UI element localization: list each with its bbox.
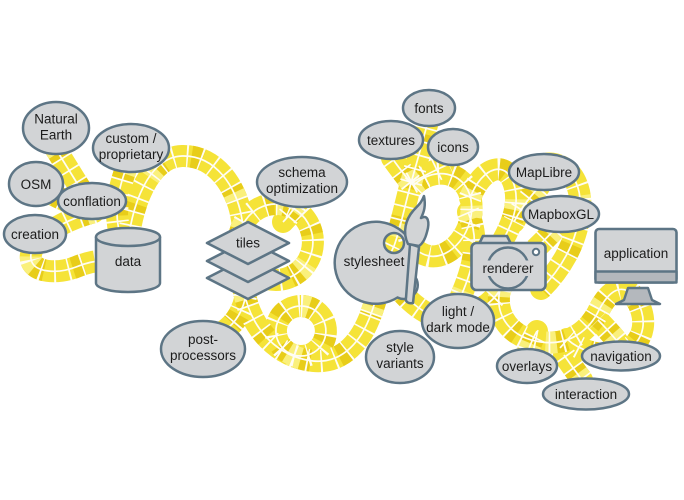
ellipse-shape: [364, 329, 436, 385]
node-creation: creation: [2, 213, 68, 255]
node-mapboxgl: MapboxGL: [521, 194, 601, 234]
ellipse-shape: [495, 347, 559, 385]
node-label: textures: [367, 133, 415, 148]
ellipse-shape: [7, 160, 65, 208]
node-icons: icons: [426, 127, 480, 167]
ellipse-shape: [56, 181, 128, 221]
node-schema-optimization: schema optimization: [255, 155, 349, 209]
node-light-dark-mode: light / dark mode: [420, 292, 496, 350]
node-label: conflation: [63, 194, 121, 209]
database-cylinder-icon: [94, 237, 162, 294]
paintbrush-bristles: [403, 194, 430, 248]
monitor-chin: [594, 270, 678, 284]
node-label: fonts: [414, 101, 444, 116]
node-label: MapLibre: [516, 165, 572, 180]
node-label: post-: [188, 332, 218, 347]
node-maplibre: MapLibre: [507, 152, 581, 192]
hub-tiles-label: tiles: [236, 236, 260, 251]
node-custom-proprietary: custom / proprietary: [91, 122, 171, 174]
node-post-processors: post- processors: [159, 319, 247, 379]
node-label: MapboxGL: [528, 207, 595, 222]
layer-stack-icon: [205, 220, 291, 266]
ellipse-shape: [159, 319, 247, 379]
hub-stylesheet: stylesheet: [333, 194, 430, 305]
node-natural-earth: Natural Earth: [21, 100, 91, 156]
node-label: interaction: [555, 387, 617, 402]
node-label: dark mode: [426, 320, 490, 335]
hub-renderer-label: renderer: [482, 261, 534, 276]
camera-label-plate: [474, 260, 541, 276]
node-label: schema: [278, 165, 326, 180]
node-textures: textures: [357, 119, 425, 161]
database-cylinder-top: [94, 226, 162, 248]
node-label: variants: [376, 356, 424, 371]
node-label: overlays: [502, 359, 553, 374]
node-label: Earth: [40, 128, 72, 143]
ellipse-shape: [255, 155, 349, 209]
node-label: OSM: [21, 177, 52, 192]
ellipse-shape: [507, 152, 581, 192]
ellipse-shape: [426, 127, 480, 167]
node-osm: OSM: [7, 160, 65, 208]
hub-application: application: [594, 227, 678, 306]
node-fonts: fonts: [401, 88, 457, 128]
hub-renderer: renderer: [470, 234, 547, 292]
ellipse-shape: [541, 377, 631, 411]
ellipse-shape: [357, 119, 425, 161]
camera-flash-dot: [531, 247, 541, 257]
node-label: navigation: [590, 349, 652, 364]
node-label: custom /: [105, 131, 156, 146]
node-navigation: navigation: [580, 340, 662, 372]
paintbrush-icon: [404, 242, 421, 305]
hub-data: data: [94, 226, 162, 294]
node-label: proprietary: [99, 147, 164, 162]
node-label: optimization: [266, 181, 338, 196]
ellipse-shape: [420, 292, 496, 350]
monitor-stand: [614, 286, 662, 306]
ellipse-shape: [91, 122, 171, 174]
ellipse-shape: [521, 194, 601, 234]
ellipse-shape: [580, 340, 662, 372]
node-label: processors: [170, 348, 236, 363]
node-interaction: interaction: [541, 377, 631, 411]
node-label: Natural: [34, 112, 78, 127]
node-label: creation: [11, 227, 59, 242]
hub-tiles: tiles: [205, 220, 291, 301]
hub-data-label: data: [115, 254, 142, 269]
node-overlays: overlays: [495, 347, 559, 385]
ellipse-shape: [21, 100, 91, 156]
ellipse-shape: [401, 88, 457, 128]
node-conflation: conflation: [56, 181, 128, 221]
hub-application-label: application: [604, 246, 669, 261]
ellipse-shape: [2, 213, 68, 255]
node-style-variants: style variants: [364, 329, 436, 385]
node-label: light /: [442, 304, 475, 319]
node-label: icons: [437, 140, 469, 155]
node-label: style: [386, 340, 414, 355]
hub-stylesheet-label: stylesheet: [344, 254, 405, 269]
